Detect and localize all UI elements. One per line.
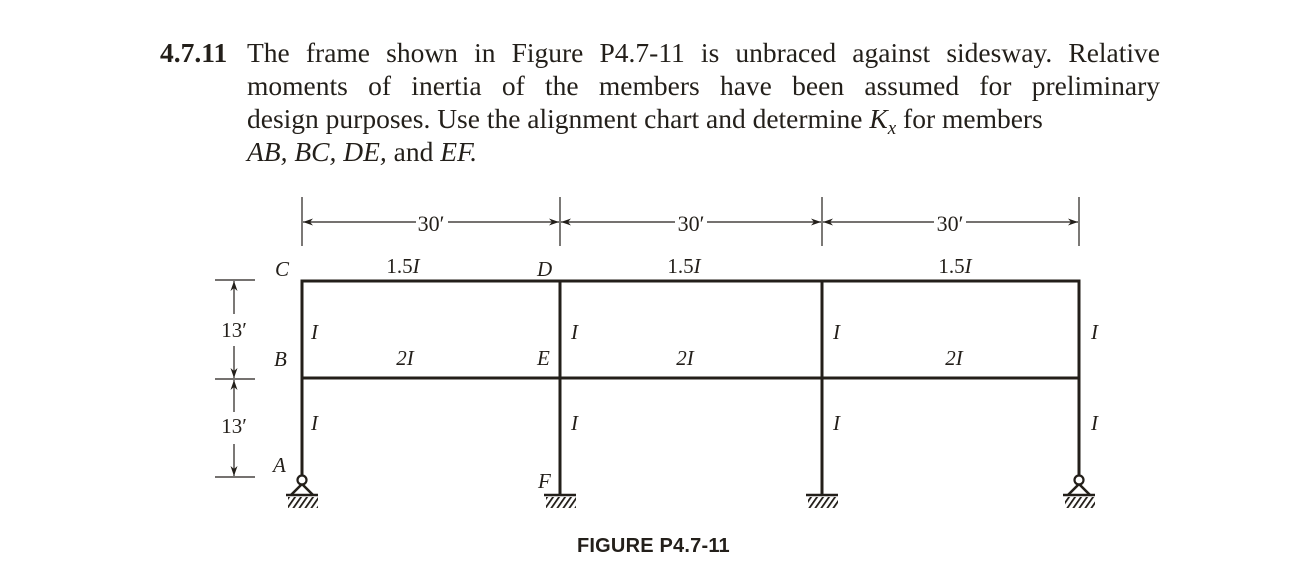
figure-caption: FIGURE P4.7-11 <box>577 535 730 557</box>
upper-column-label-1: I <box>310 320 319 344</box>
lower-column-label-4: I <box>1090 411 1099 435</box>
problem-line-3: design purposes. Use the alignment chart… <box>247 102 1160 138</box>
problem-line-4: AB, BC, DE, and EF. <box>247 135 1160 168</box>
story-label-upper: 13′ <box>221 318 247 342</box>
member-list: AB, BC, DE, <box>247 136 387 167</box>
problem-line-1: The frame shown in Figure P4.7-11 is unb… <box>247 37 1160 68</box>
floor-beam-label-2: 2I <box>676 346 695 370</box>
problem-line-2: moments of inertia of the members have b… <box>247 70 1160 101</box>
fixed-support-icon <box>544 493 576 508</box>
lower-column-label-2: I <box>570 411 579 435</box>
joint-label-e: E <box>536 346 550 370</box>
upper-column-label-4: I <box>1090 320 1099 344</box>
story-dimensions <box>215 279 255 478</box>
frame-members <box>300 279 1081 496</box>
problem-line-3-end: for members <box>896 103 1043 134</box>
joint-label-c: C <box>275 257 290 281</box>
floor-beam-label-1: 2I <box>396 346 415 370</box>
problem-line-3-text: design purposes. Use the alignment chart… <box>247 103 863 134</box>
member-ef: EF. <box>440 136 478 167</box>
problem-text: The frame shown in Figure P4.7-11 is unb… <box>247 36 1160 168</box>
roof-beam-label-1: 1.5I <box>386 254 420 278</box>
lower-column-label-1: I <box>310 411 319 435</box>
fixed-support-icon <box>806 493 838 508</box>
floor-beam-label-3: 2I <box>945 346 964 370</box>
span-label-1: 30′ <box>418 211 445 236</box>
joint-label-f: F <box>537 469 551 493</box>
joint-label-d: D <box>536 257 552 281</box>
lower-column-label-3: I <box>832 411 841 435</box>
story-label-lower: 13′ <box>221 414 247 438</box>
k-subscript: x <box>887 118 897 139</box>
roof-beam-label-3: 1.5I <box>938 254 972 278</box>
roof-beam-label-2: 1.5I <box>667 254 701 278</box>
problem-statement: 4.7.11 The frame shown in Figure P4.7-11… <box>160 36 1160 168</box>
problem-number: 4.7.11 <box>160 37 228 68</box>
and-word: and <box>386 136 441 167</box>
span-dimensions <box>301 197 1080 246</box>
upper-column-label-3: I <box>832 320 841 344</box>
pin-support-icon <box>1063 474 1095 508</box>
span-label-3: 30′ <box>937 211 964 236</box>
span-label-2: 30′ <box>678 211 705 236</box>
joint-label-a: A <box>271 453 286 477</box>
k-symbol: K <box>869 103 888 134</box>
joint-label-b: B <box>274 347 287 371</box>
pin-support-icon <box>286 474 318 508</box>
upper-column-label-2: I <box>570 320 579 344</box>
